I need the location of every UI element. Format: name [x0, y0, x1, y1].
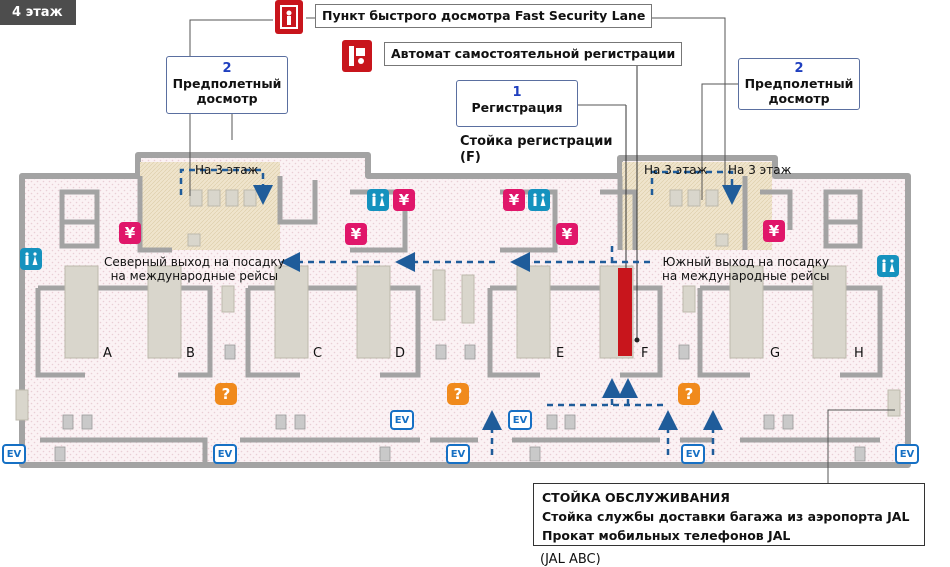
elevator-icon: EV: [446, 444, 470, 464]
currency-exchange-icon: ¥: [393, 189, 415, 211]
counter-d: D: [395, 346, 406, 361]
counter-h: H: [854, 346, 864, 361]
checkin-counter-line2: (F): [460, 150, 481, 165]
south-exit-line2: на международные рейсы: [662, 269, 830, 283]
to-3rd-floor-right-b: На 3 этаж: [728, 163, 792, 177]
checkin-callout: 1 Регистрация: [456, 80, 578, 127]
north-exit-line1: Северный выход на посадку: [104, 255, 285, 269]
elevator-icon: EV: [213, 444, 237, 464]
elevator-icon: EV: [390, 410, 414, 430]
counter-g: G: [770, 346, 781, 361]
service-line1: Стойка службы доставки багажа из аэропор…: [542, 509, 910, 524]
self-checkin-kiosk-label: Автомат самостоятельной регистрации: [384, 42, 683, 66]
security-lane-icon: [275, 0, 303, 34]
north-exit-label: Северный выход на посадку на международн…: [104, 255, 285, 283]
checkin-counter-label: Стойка регистрации (F): [460, 134, 612, 166]
currency-exchange-icon: ¥: [763, 220, 785, 242]
currency-exchange-icon: ¥: [119, 222, 141, 244]
floor-label: 4 этаж: [0, 0, 76, 25]
elevator-icon: EV: [508, 410, 532, 430]
fast-security-lane-label: Пункт быстрого досмотра Fast Security La…: [315, 4, 653, 28]
checkin-counter-line1: Стойка регистрации: [460, 134, 613, 149]
south-exit-line1: Южный выход на посадку: [662, 255, 830, 269]
counter-f: F: [641, 346, 649, 361]
restroom-icon: [528, 189, 550, 211]
security-right-line1: Предполетный: [744, 76, 854, 91]
security-right-line2: досмотр: [768, 91, 830, 106]
information-icon: ?: [215, 383, 237, 405]
restroom-icon: [877, 255, 899, 277]
checkin-callout-number: 1: [512, 85, 522, 100]
currency-exchange-icon: ¥: [503, 189, 525, 211]
security-left-number: 2: [222, 61, 232, 76]
to-3rd-floor-right-a: На 3 этаж: [644, 163, 708, 177]
restroom-icon: [20, 248, 42, 270]
information-icon: ?: [447, 383, 469, 405]
service-title: СТОЙКА ОБСЛУЖИВАНИЯ: [542, 490, 730, 505]
kiosk-icon: [342, 40, 372, 72]
south-exit-label: Южный выход на посадку на международные …: [662, 255, 830, 283]
elevator-icon: EV: [681, 444, 705, 464]
elevator-icon: EV: [2, 444, 26, 464]
security-left-line1: Предполетный: [172, 76, 282, 91]
currency-exchange-icon: ¥: [345, 223, 367, 245]
restroom-icon: [367, 189, 389, 211]
to-3rd-floor-left: На 3 этаж: [195, 163, 259, 177]
service-counter-box: СТОЙКА ОБСЛУЖИВАНИЯ Стойка службы достав…: [533, 483, 925, 546]
security-callout-left: 2 Предполетный досмотр: [166, 56, 288, 114]
currency-exchange-icon: ¥: [556, 223, 578, 245]
checkin-counter-f: [618, 268, 632, 356]
service-footer: (JAL ABC): [540, 552, 601, 567]
information-icon: ?: [678, 383, 700, 405]
service-line2: Прокат мобильных телефонов JAL: [542, 528, 791, 543]
counter-e: E: [556, 346, 565, 361]
counter-c: C: [313, 346, 323, 361]
security-left-line2: досмотр: [196, 91, 258, 106]
counter-b: B: [186, 346, 195, 361]
security-right-number: 2: [794, 61, 804, 76]
north-exit-line2: на международные рейсы: [110, 269, 279, 283]
checkin-callout-label: Регистрация: [471, 100, 563, 115]
elevator-icon: EV: [895, 444, 919, 464]
wall-north-block: [137, 176, 172, 253]
counter-a: A: [103, 346, 112, 361]
security-callout-right: 2 Предполетный досмотр: [738, 58, 860, 110]
